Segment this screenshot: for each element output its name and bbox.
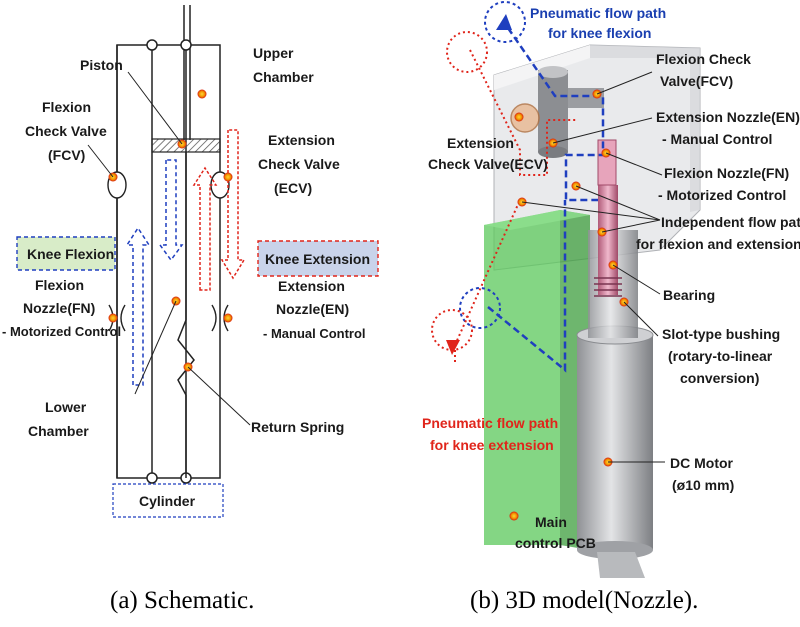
- schematic-panel: Piston Upper Chamber Flexion Check Valve…: [2, 5, 379, 614]
- flexion-path-circle-2: [459, 287, 501, 329]
- extension-path-label: Pneumatic flow path: [422, 415, 558, 431]
- model-fcv-label: Flexion Check: [656, 51, 751, 67]
- knee-extension-box: [257, 240, 379, 277]
- fcv-label-2: Check Valve: [25, 123, 107, 139]
- lower-chamber-label-2: Chamber: [28, 423, 89, 439]
- en-label-2: Nozzle(EN): [276, 301, 349, 317]
- pcb-label-2: control PCB: [515, 535, 596, 551]
- upper-chamber-label: Upper: [253, 45, 294, 61]
- pcb-label: Main: [535, 514, 567, 530]
- schematic-caption: (a) Schematic.: [110, 587, 254, 614]
- fn-label-3: - Motorized Control: [2, 324, 121, 339]
- extension-arrow-up: [192, 166, 218, 291]
- cylinder-label: Cylinder: [139, 493, 196, 509]
- extension-path-circle: [446, 31, 488, 73]
- knee-flexion-label: Knee Flexion: [27, 246, 114, 262]
- fcv-label-3: (FCV): [48, 147, 85, 163]
- model-ecv-label-2: Check Valve(ECV): [428, 156, 548, 172]
- flexion-path-label-2: for knee flexion: [548, 25, 651, 41]
- knee-extension-label: Knee Extension: [265, 251, 370, 267]
- bushing-label-3: conversion): [680, 370, 759, 386]
- model-en-label-2: - Manual Control: [662, 131, 772, 147]
- model-fn-label-2: - Motorized Control: [658, 187, 786, 203]
- marker-icon: [509, 89, 629, 521]
- piston-label: Piston: [80, 57, 123, 73]
- model-fn-label: Flexion Nozzle(FN): [664, 165, 789, 181]
- return-spring-label: Return Spring: [251, 419, 344, 435]
- en-label: Extension: [278, 278, 345, 294]
- bushing-label: Slot-type bushing: [662, 326, 780, 342]
- fcv-label: Flexion: [42, 99, 91, 115]
- upper-chamber-label-2: Chamber: [253, 69, 314, 85]
- model-en-label: Extension Nozzle(EN): [656, 109, 800, 125]
- fn-label: Flexion: [35, 277, 84, 293]
- dc-motor: [576, 325, 654, 578]
- knee-flexion-box: [16, 236, 116, 271]
- flexion-path-circle: [484, 1, 526, 43]
- model-fcv-label-2: Valve(FCV): [660, 73, 733, 89]
- main-pcb: [484, 210, 590, 550]
- en-label-3: - Manual Control: [263, 326, 366, 341]
- lower-chamber-label: Lower: [45, 399, 87, 415]
- cylinder-box: [112, 483, 224, 518]
- bearing-label: Bearing: [663, 287, 715, 303]
- motor-label-2: (ø10 mm): [672, 477, 734, 493]
- extension-arrow-down: [220, 129, 246, 280]
- ecv-label: Extension: [268, 132, 335, 148]
- independent-path-label-2: for flexion and extension: [636, 236, 800, 252]
- motor-label: DC Motor: [670, 455, 734, 471]
- model-panel: Pneumatic flow path for knee flexion Fle…: [422, 1, 800, 614]
- marker-icon: [108, 89, 233, 372]
- flexion-path-label: Pneumatic flow path: [530, 5, 666, 21]
- extension-path-label-2: for knee extension: [430, 437, 554, 453]
- extension-flow-path: [469, 49, 578, 176]
- flexion-arrow-up: [125, 226, 151, 386]
- model-ecv-label: Extension: [447, 135, 514, 151]
- independent-path-label: Independent flow path: [661, 214, 800, 230]
- bushing-label-2: (rotary-to-linear: [668, 348, 773, 364]
- flexion-arrow-down: [158, 159, 184, 262]
- ecv-label-2: Check Valve: [258, 156, 340, 172]
- ecv-label-3: (ECV): [274, 180, 312, 196]
- fn-label-2: Nozzle(FN): [23, 300, 95, 316]
- valve-body: [510, 66, 617, 186]
- return-spring: [177, 152, 195, 478]
- cylinder-body: [116, 44, 221, 479]
- bearing-coils: [594, 277, 622, 297]
- model-caption: (b) 3D model(Nozzle).: [470, 587, 698, 614]
